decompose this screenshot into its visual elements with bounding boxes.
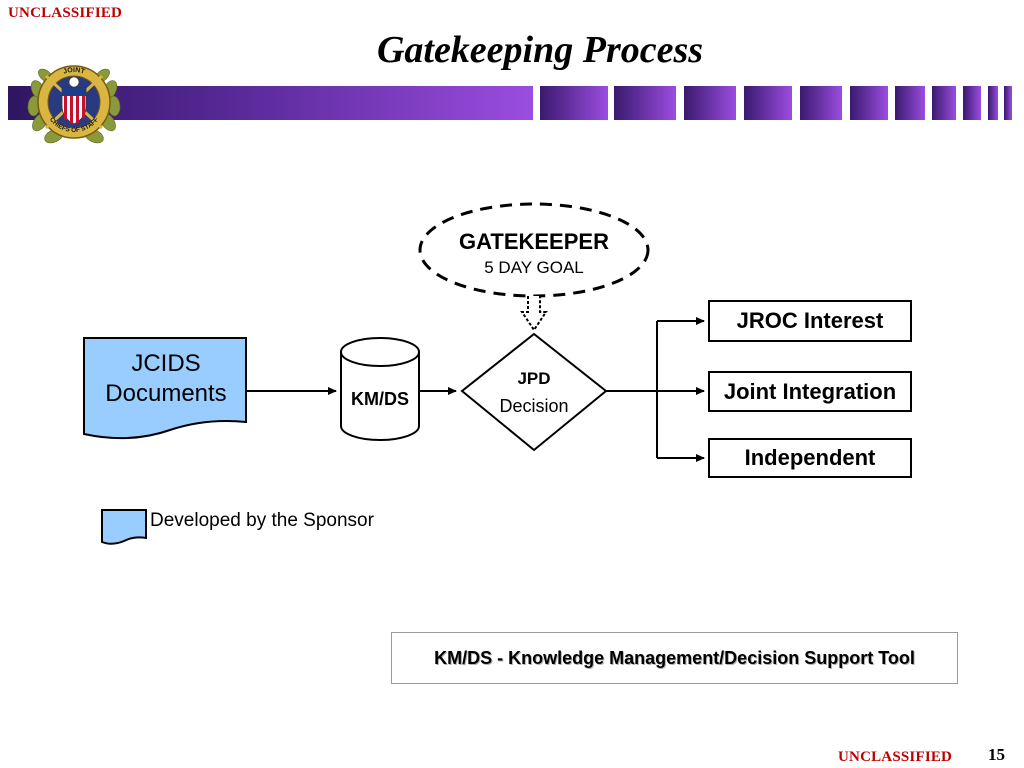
banner-block [614,86,676,120]
gatekeeper-to-jpd-arrow [520,296,548,332]
legend-label: Developed by the Sponsor [150,510,374,531]
footnote-text: KM/DS - Knowledge Management/Decision Su… [434,647,915,668]
jpd-decision-diamond [460,332,608,452]
page-number: 15 [988,745,1005,764]
footnote-box: KM/DS - Knowledge Management/Decision Su… [391,632,958,684]
svg-text:JOINT: JOINT [62,67,86,76]
banner-block [895,86,925,120]
jcids-documents-label: JCIDS Documents [105,350,227,407]
kmds-database-cylinder [340,337,420,441]
banner-block [540,86,608,120]
joint-chiefs-seal-icon: JOINT CHIEFS OF STAFF [27,65,121,144]
banner-block [850,86,888,120]
outcome-jroc-interest: JROC Interest [708,300,912,342]
banner-block [988,86,998,120]
slide-title: Gatekeeping Process [376,29,704,71]
banner-block [800,86,842,120]
legend-document-swatch [101,509,147,545]
jcids-document-shape [83,337,247,440]
branch-connector [606,321,658,458]
outcome-joint-integration: Joint Integration [708,371,912,412]
gatekeeper-title: GATEKEEPER [459,229,609,254]
banner-block [963,86,981,120]
banner-block [744,86,792,120]
banner-block [684,86,736,120]
jpd-subtitle: Decision [499,396,569,416]
classification-top: UNCLASSIFIED [8,5,123,21]
classification-bottom: UNCLASSIFIED [838,749,953,765]
banner-block [1004,86,1012,120]
gatekeeper-goal: 5 DAY GOAL [484,258,584,277]
kmds-label: KM/DS [351,389,409,409]
outcome-independent: Independent [708,438,912,478]
banner-block [932,86,956,120]
jpd-title: JPD [517,369,551,388]
